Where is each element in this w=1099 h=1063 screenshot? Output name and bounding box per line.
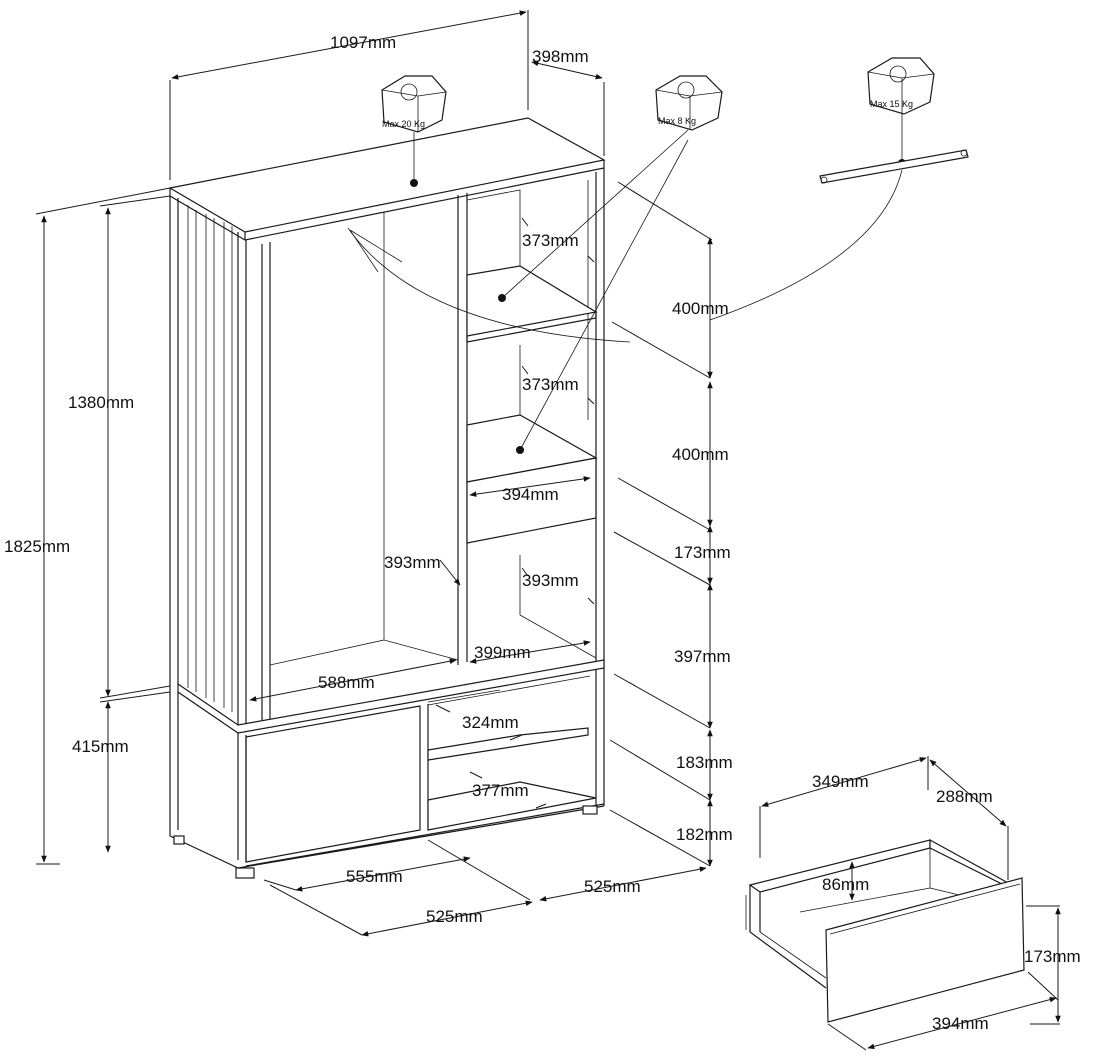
drawer-detail <box>745 756 1061 1051</box>
lower-shelf-1 <box>427 727 589 761</box>
mid-board <box>177 659 605 734</box>
left-side-panel <box>169 196 179 836</box>
dim-lower-comp-2: 182mm <box>676 825 733 844</box>
dimension-labels: 1097mm 398mm 1825mm 1380mm 415mm 373mm 3… <box>4 33 1081 1033</box>
dim-width: 1097mm <box>330 33 396 52</box>
dim-open-comp-height: 397mm <box>674 647 731 666</box>
weight-box-shelf: Max 8 Kg <box>498 75 723 454</box>
shelf-weight-label: Max 8 Kg <box>658 116 696 126</box>
dim-shelf-depth-1: 373mm <box>522 231 579 250</box>
dim-drawer-inner-width: 349mm <box>812 772 869 791</box>
weight-box-rail: Max 15 Kg <box>709 57 969 321</box>
lower-shelf-2 <box>427 781 597 831</box>
rail-weight-label: Max 15 Kg <box>870 99 913 109</box>
dim-compartment-1: 400mm <box>672 299 729 318</box>
dim-lower-shelf-depth: 324mm <box>462 713 519 732</box>
rail-leader-curve <box>347 227 631 343</box>
dim-drawer-inner-height: 86mm <box>822 875 869 894</box>
top-box-weight-label: Max 20 Kg <box>382 119 425 129</box>
weight-box-top: Max 20 Kg <box>381 75 447 187</box>
dim-height-lower: 415mm <box>72 737 129 756</box>
dim-hanging-width: 588mm <box>318 673 375 692</box>
dim-height-upper: 1380mm <box>68 393 134 412</box>
dimension-lines <box>35 10 713 937</box>
dim-base-depth-side: 525mm <box>584 877 641 896</box>
right-side-panel <box>595 168 605 806</box>
shelf-1 <box>466 265 598 337</box>
dim-drawer-width: 394mm <box>932 1014 989 1033</box>
top-box-anchor-dot <box>410 179 418 187</box>
dim-drawer-width-in: 394mm <box>502 485 559 504</box>
dim-height-total: 1825mm <box>4 537 70 556</box>
dim-lower-shelf-depth-2: 377mm <box>472 781 529 800</box>
dim-drawer-depth: 288mm <box>936 787 993 806</box>
dim-lower-comp-1: 183mm <box>676 753 733 772</box>
dim-drawer-height: 173mm <box>1024 947 1081 966</box>
dim-base-depth-front: 525mm <box>426 907 483 926</box>
dim-shelf-depth-3: 393mm <box>522 571 579 590</box>
dim-compartment-2: 400mm <box>672 445 729 464</box>
drawer-front <box>825 877 1025 1023</box>
shelf-2-anchor-dot <box>516 446 524 454</box>
dim-hanging-depth: 393mm <box>384 553 441 572</box>
dim-drawer-front-height: 173mm <box>674 543 731 562</box>
lower-door <box>245 705 421 863</box>
dim-door-width: 555mm <box>346 867 403 886</box>
dim-shelf-depth-2: 373mm <box>522 375 579 394</box>
top-board <box>168 117 606 233</box>
wardrobe <box>168 117 606 879</box>
center-divider <box>457 193 468 665</box>
hanging-rail <box>819 149 969 184</box>
dim-depth-top: 398mm <box>532 47 589 66</box>
dim-shelf-width: 399mm <box>474 643 531 662</box>
shelf-1-anchor-dot <box>498 294 506 302</box>
